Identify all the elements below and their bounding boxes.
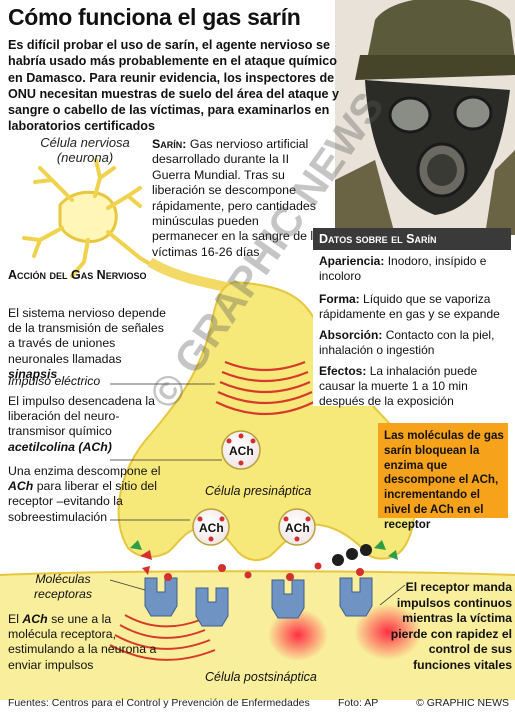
footer: Fuentes: Centros para el Control y Preve… bbox=[8, 697, 513, 709]
receptor-impulse-arcs bbox=[109, 614, 216, 661]
data-row-text: Contacto con la piel, inhalación o inges… bbox=[319, 328, 495, 357]
data-row: Forma: Líquido que se vaporiza rápidamen… bbox=[319, 292, 509, 322]
receptor-molecules bbox=[144, 577, 373, 627]
postsynaptic-label: Célula postsináptica bbox=[205, 670, 317, 684]
electric-impulse bbox=[215, 360, 315, 416]
sarin-molecules bbox=[332, 544, 372, 566]
impulse-label: Impulso eléctrico bbox=[8, 374, 101, 388]
data-row-text: La inhalación puede causar la muerte 1 a… bbox=[319, 364, 478, 408]
sarin-description: Sarín: Gas nervioso artificial desarroll… bbox=[152, 137, 328, 260]
sarin-text: Gas nervioso artificial desarrollado dur… bbox=[152, 137, 327, 259]
step-term: acetilcolina (ACh) bbox=[8, 439, 112, 454]
receptor-glow bbox=[268, 609, 328, 661]
postsynaptic-cell bbox=[0, 571, 515, 700]
step-text: El bbox=[8, 612, 19, 626]
action-title: Acción del Gas Nervioso bbox=[8, 268, 147, 282]
receptor-effect-text: El receptor manda impulsos continuos mie… bbox=[390, 580, 512, 672]
step-text: Una enzima descompone el bbox=[8, 464, 161, 478]
neuron-label: Célula nerviosa (neurona) bbox=[40, 135, 130, 165]
gas-mask-photo bbox=[335, 0, 515, 235]
vesicle-label: ACh bbox=[199, 521, 224, 535]
receptor-glow bbox=[354, 604, 422, 660]
data-row-label: Apariencia: bbox=[319, 254, 385, 268]
neuron-cell bbox=[58, 190, 118, 243]
data-row-label: Forma: bbox=[319, 292, 360, 306]
enzyme-molecules bbox=[130, 540, 398, 575]
leader-lines bbox=[109, 383, 406, 606]
data-row: Absorción: Contacto con la piel, inhalac… bbox=[319, 328, 509, 358]
data-row-label: Absorción: bbox=[319, 328, 383, 342]
step-synapse: El sistema nervioso depende de la transm… bbox=[8, 306, 173, 382]
vesicle-label: ACh bbox=[285, 521, 310, 535]
ach-molecules bbox=[164, 562, 364, 581]
step-term: sinapsis bbox=[8, 366, 58, 381]
step-text: se une a la molécula receptora, estimula… bbox=[8, 612, 157, 672]
data-box: Datos sobre el Sarín Apariencia: Inodoro… bbox=[313, 228, 511, 409]
data-row-label: Efectos: bbox=[319, 364, 367, 378]
data-box-heading: Datos sobre el Sarín bbox=[313, 228, 511, 250]
step-text: para liberar el sitio del receptor –evit… bbox=[8, 479, 158, 524]
intro-text: Es difícil probar el uso de sarín, el ag… bbox=[8, 38, 340, 134]
sarin-effect-box: Las moléculas de gas sarín bloquean la e… bbox=[378, 423, 508, 531]
receptor-label: Moléculas receptoras bbox=[33, 572, 93, 602]
page-title: Cómo funciona el gas sarín bbox=[8, 4, 301, 30]
footer-sources: Fuentes: Centros para el Control y Preve… bbox=[8, 697, 310, 709]
step-enzyme: Una enzima descompone el ACh para libera… bbox=[8, 464, 168, 525]
presynaptic-label: Célula presináptica bbox=[205, 484, 312, 498]
footer-credit: © GRAPHIC NEWS bbox=[416, 697, 509, 709]
step-term: ACh bbox=[8, 479, 34, 494]
sarin-label: Sarín: bbox=[152, 137, 187, 151]
step-ach-release: El impulso desencadena la liberación del… bbox=[8, 394, 173, 455]
step-text: El sistema nervioso depende de la transm… bbox=[8, 306, 166, 366]
vesicle-label: ACh bbox=[229, 444, 254, 458]
footer-photo-credit: Foto: AP bbox=[338, 697, 379, 709]
presynaptic-terminal bbox=[117, 280, 417, 562]
step-text: El impulso desencadena la liberación del… bbox=[8, 394, 155, 439]
data-row: Efectos: La inhalación puede causar la m… bbox=[319, 364, 509, 409]
data-row: Apariencia: Inodoro, insípido e incoloro bbox=[319, 254, 509, 284]
data-row-text: Inodoro, insípido e incoloro bbox=[319, 254, 487, 283]
data-row-text: Líquido que se vaporiza rápidamente en g… bbox=[319, 292, 500, 321]
step-binding: El ACh se une a la molécula receptora, e… bbox=[8, 612, 158, 673]
step-term: ACh bbox=[22, 612, 48, 626]
